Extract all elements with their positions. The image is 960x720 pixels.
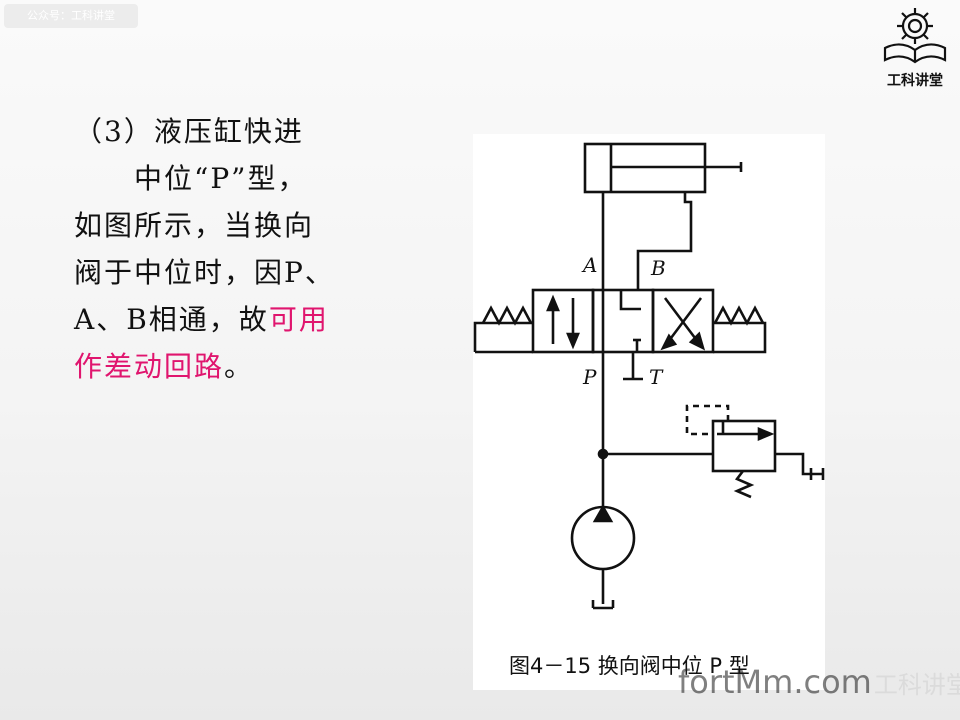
- port-label-a: A: [581, 253, 597, 277]
- text-line-3: 如图所示，当换向: [74, 209, 315, 242]
- account-tag: 公众号：工科讲堂: [4, 4, 138, 28]
- watermark: fortMm.com工科讲堂: [678, 660, 960, 704]
- logo-text: 工科讲堂: [887, 73, 943, 89]
- figure-caption: 图4－15 换向阀中位 P 型: [509, 654, 750, 678]
- explanation-text: （3）液压缸快进 中位“P”型， 如图所示，当换向 阀于中位时，因P、 A、B相…: [74, 108, 414, 390]
- text-line-5-plain: A、B相通，故: [74, 303, 269, 336]
- logo: 工科讲堂: [873, 4, 957, 90]
- text-line-6: 作差动回路。: [74, 343, 414, 390]
- hydraulic-diagram-panel: A B P T 图4－15 换向阀中位 P 型: [473, 134, 825, 690]
- valve-left-box: [531, 288, 595, 354]
- text-line-2: 中位“P”型，: [74, 162, 308, 195]
- port-label-t: T: [649, 365, 664, 389]
- gear-book-icon: [883, 8, 947, 64]
- text-line-6-highlight: 作差动回路: [74, 350, 225, 383]
- text-line-6-tail: 。: [224, 350, 255, 383]
- text-line-5: A、B相通，故可用: [74, 296, 414, 343]
- line-b: [636, 192, 693, 290]
- hydraulic-circuit-diagram: A B P T: [473, 142, 825, 610]
- port-label-p: P: [582, 365, 597, 389]
- relief-valve: [711, 419, 777, 473]
- valve-right-box: [651, 288, 715, 354]
- text-line-4: 阀于中位时，因P、: [74, 256, 335, 289]
- text-line-5-highlight: 可用: [268, 303, 329, 336]
- watermark-main: fortMm.com: [678, 663, 872, 701]
- right-spring-actuator: [713, 321, 767, 354]
- watermark-sub: 工科讲堂: [873, 671, 960, 699]
- port-label-b: B: [650, 256, 666, 280]
- text-line-1: （3）液压缸快进: [74, 115, 304, 148]
- left-spring-actuator: [473, 321, 533, 352]
